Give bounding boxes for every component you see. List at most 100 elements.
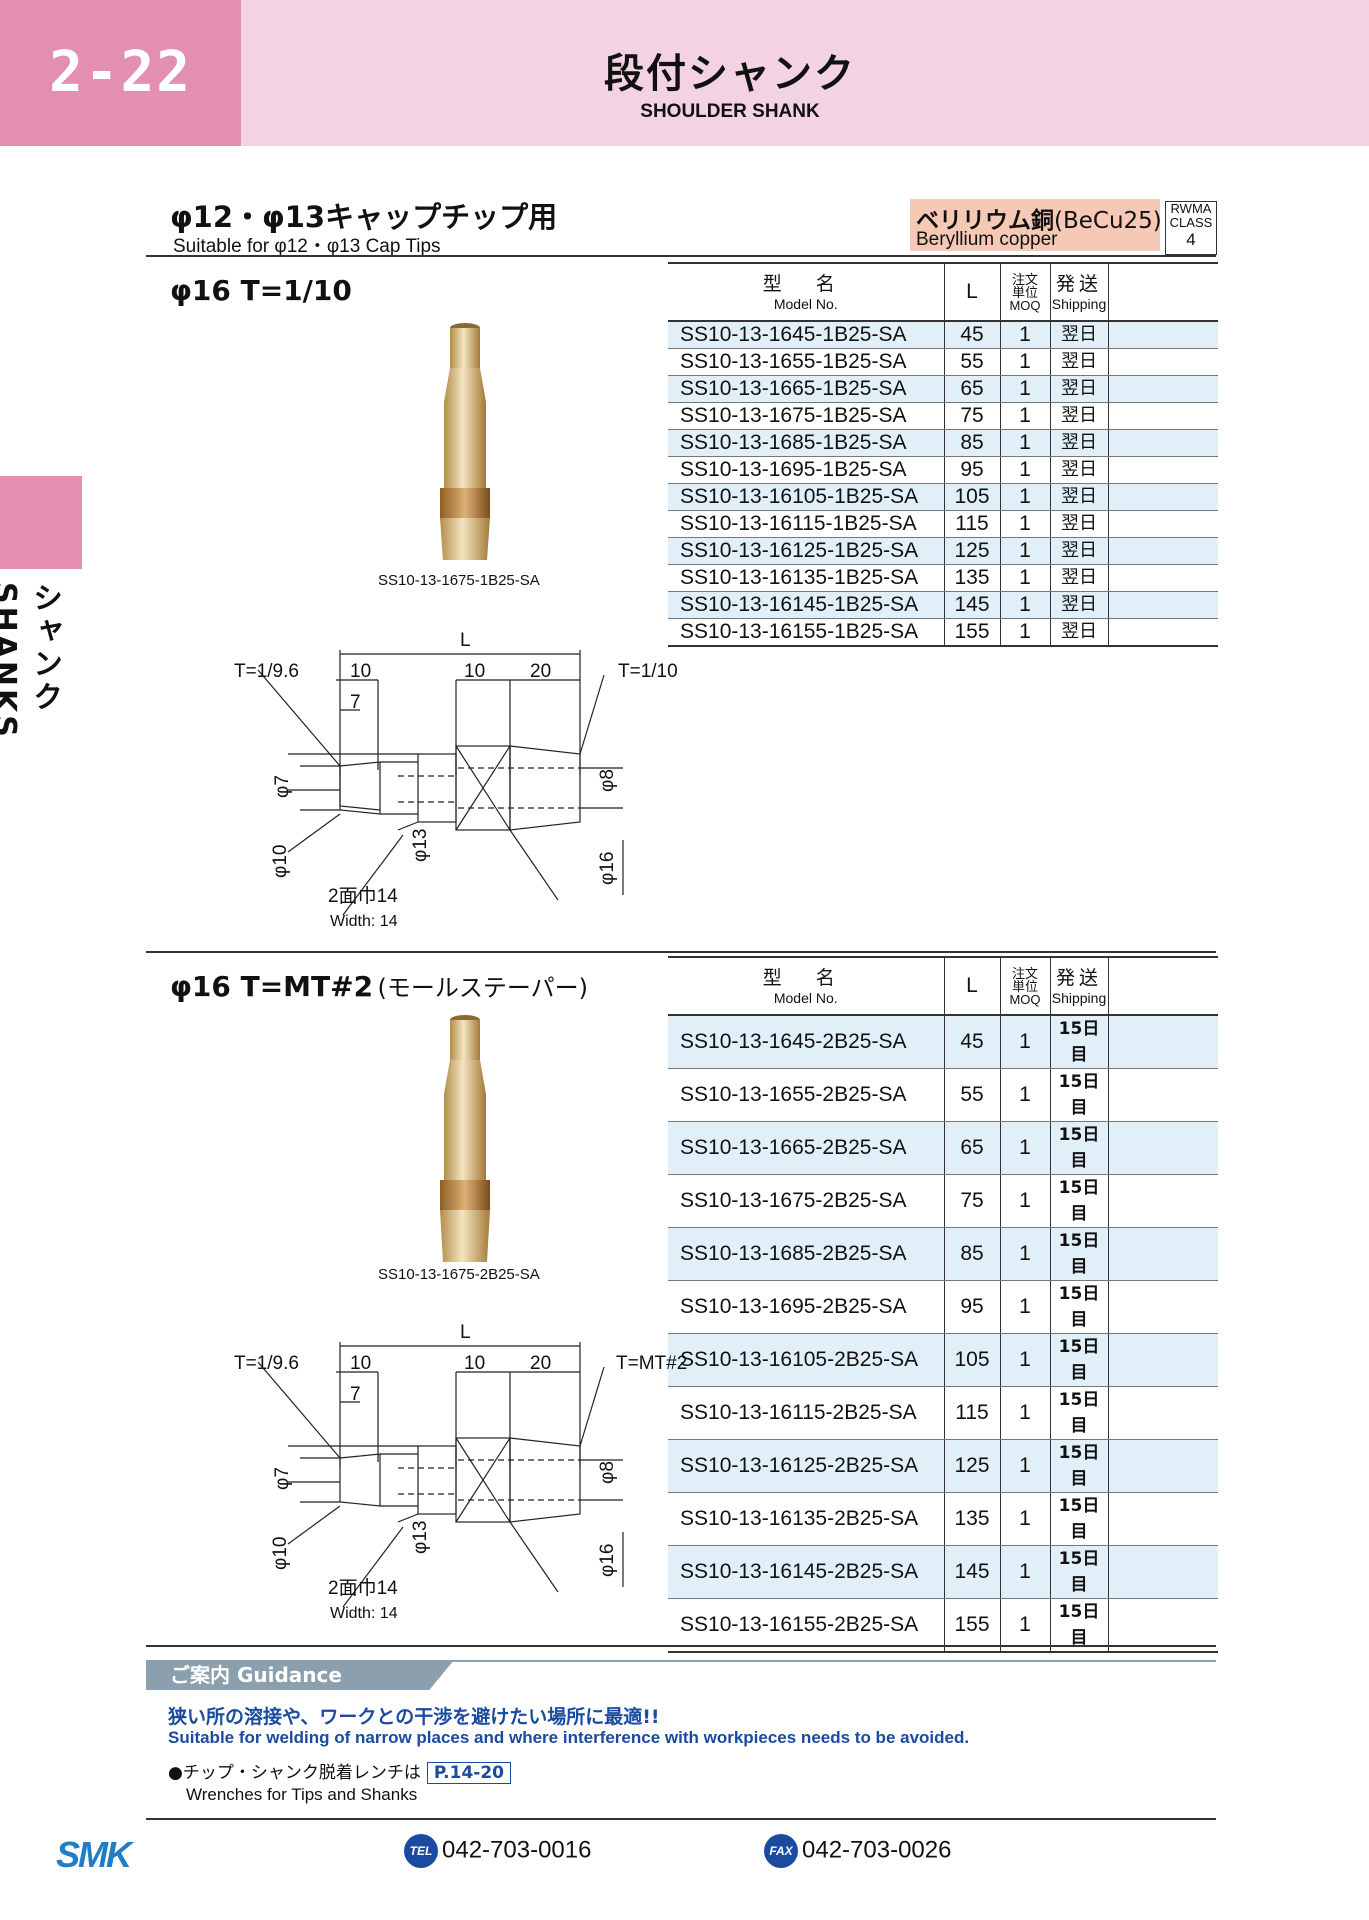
dim-right-taper: T=MT#2	[616, 1353, 687, 1374]
side-tab-label: シャンク SHANKS	[0, 582, 62, 740]
model-cell: SS10-13-1655-1B25-SA	[668, 348, 944, 376]
shipping-cell: 15日目	[1049, 1121, 1108, 1175]
moq-cell: 1	[999, 564, 1050, 592]
dimension-drawing-1: L T=1/9.6 10 7 10 20 T=1/10 φ7 φ10 φ13 φ…	[234, 630, 678, 930]
model-cell: SS10-13-1675-2B25-SA	[668, 1174, 944, 1228]
length-cell: 155	[943, 1598, 1000, 1653]
blank-cell	[1107, 1333, 1218, 1387]
page-title: 段付シャンク	[604, 51, 856, 97]
length-cell: 55	[943, 348, 1000, 376]
photo-caption-1: SS10-13-1675-1B25-SA	[378, 572, 540, 589]
dim-width-en: Width: 14	[330, 1605, 398, 1622]
guidance-text-jp: 狭い所の溶接や、ワークとの干渉を避けたい場所に最適!!	[168, 1706, 660, 1728]
dimension-drawing-2: L T=1/9.6 10 7 10 20 T=MT#2 φ7 φ10 φ13 φ…	[234, 1322, 687, 1622]
col-l: L	[943, 957, 1000, 1015]
moq-cell: 1	[999, 1227, 1050, 1281]
shipping-cell: 15日目	[1049, 1386, 1108, 1440]
shipping-cell: 15日目	[1049, 1015, 1108, 1069]
shipping-cell: 15日目	[1049, 1227, 1108, 1281]
blank-cell	[1107, 1439, 1218, 1493]
dim-phi13: φ13	[410, 829, 431, 862]
model-cell: SS10-13-16155-2B25-SA	[668, 1598, 944, 1653]
model-cell: SS10-13-16105-1B25-SA	[668, 483, 944, 511]
dim-width-jp: 2面巾14	[328, 1577, 398, 1599]
blank-cell	[1107, 321, 1218, 349]
col-l: L	[943, 263, 1000, 321]
dim-7: 7	[350, 692, 361, 713]
wrench-page-link[interactable]: P.14-20	[426, 1762, 512, 1784]
moq-cell: 1	[999, 456, 1050, 484]
blank-cell	[1107, 456, 1218, 484]
section-subtitle: Suitable for φ12・φ13 Cap Tips	[173, 236, 441, 257]
blank-cell	[1107, 1545, 1218, 1599]
blank-cell	[1107, 1492, 1218, 1546]
length-cell: 145	[943, 1545, 1000, 1599]
photo-caption-2: SS10-13-1675-2B25-SA	[378, 1266, 540, 1283]
side-tab-block	[0, 476, 82, 569]
material-badge	[910, 199, 1160, 251]
dim-width-en: Width: 14	[330, 913, 398, 930]
blank-cell	[1107, 1386, 1218, 1440]
dim-l: L	[460, 630, 471, 651]
moq-cell: 1	[999, 1068, 1050, 1122]
page-subtitle: SHOULDER SHANK	[640, 101, 820, 122]
dim-phi8: φ8	[597, 1461, 618, 1484]
blank-cell	[1107, 1227, 1218, 1281]
rwma-class-box: RWMA CLASS 4	[1165, 201, 1217, 255]
length-cell: 115	[943, 510, 1000, 538]
length-cell: 125	[943, 537, 1000, 565]
shipping-cell: 15日目	[1049, 1068, 1108, 1122]
blank-cell	[1107, 375, 1218, 403]
dim-left-taper: T=1/9.6	[234, 661, 299, 682]
moq-cell: 1	[999, 375, 1050, 403]
model-cell: SS10-13-16135-1B25-SA	[668, 564, 944, 592]
moq-cell: 1	[999, 1492, 1050, 1546]
shipping-cell: 翌日	[1049, 429, 1108, 457]
company-logo: SMK	[56, 1834, 132, 1875]
length-cell: 105	[943, 1333, 1000, 1387]
guidance-line	[146, 1660, 1216, 1662]
shipping-cell: 翌日	[1049, 591, 1108, 619]
blank-cell	[1107, 537, 1218, 565]
moq-cell: 1	[999, 1015, 1050, 1069]
dim-10a: 10	[350, 1353, 371, 1374]
shipping-cell: 翌日	[1049, 348, 1108, 376]
length-cell: 85	[943, 1227, 1000, 1281]
dim-right-taper: T=1/10	[618, 661, 678, 682]
blank-cell	[1107, 591, 1218, 619]
moq-cell: 1	[999, 483, 1050, 511]
product-divider	[146, 951, 1216, 953]
dim-20: 20	[530, 1353, 551, 1374]
moq-cell: 1	[999, 348, 1050, 376]
length-cell: 55	[943, 1068, 1000, 1122]
dim-l: L	[460, 1322, 471, 1343]
dim-phi13: φ13	[410, 1521, 431, 1554]
material-name: ベリリウム銅(BeCu25)	[916, 208, 1162, 234]
model-cell: SS10-13-1695-2B25-SA	[668, 1280, 944, 1334]
shipping-cell: 翌日	[1049, 510, 1108, 538]
moq-cell: 1	[999, 510, 1050, 538]
dim-phi8: φ8	[597, 769, 618, 792]
dim-phi7: φ7	[272, 775, 293, 798]
shipping-cell: 15日目	[1049, 1174, 1108, 1228]
model-cell: SS10-13-16115-1B25-SA	[668, 510, 944, 538]
